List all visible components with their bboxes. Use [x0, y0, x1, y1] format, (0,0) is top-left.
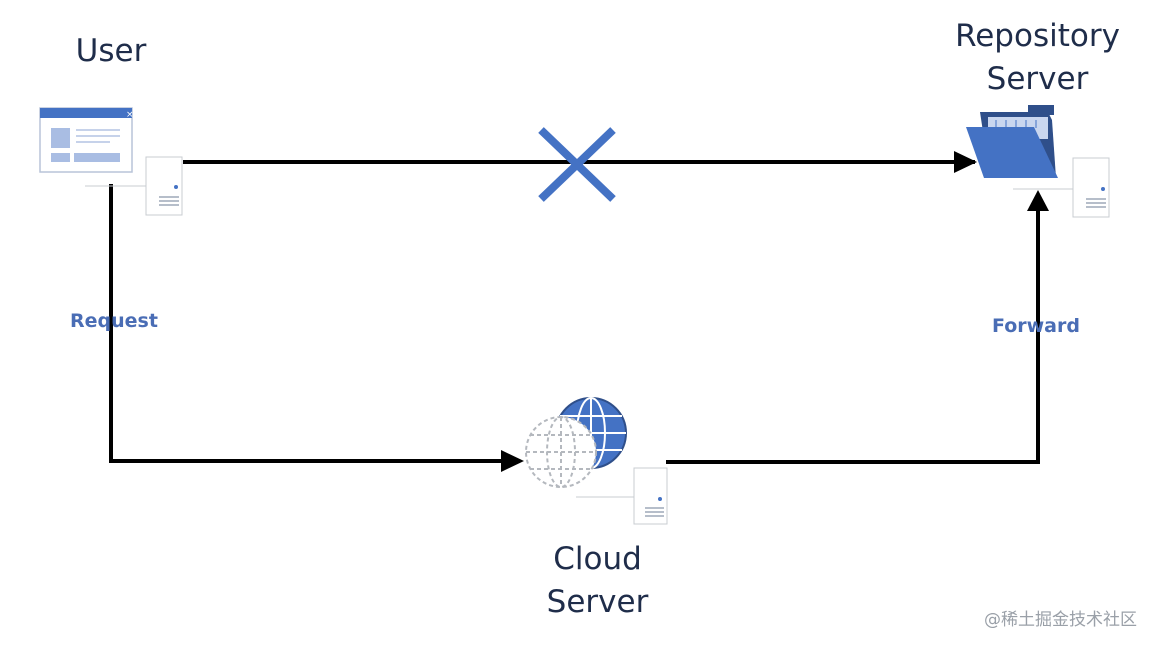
watermark-text: @稀土掘金技术社区 — [984, 610, 1137, 630]
cloud-globe-icon — [525, 397, 668, 525]
forward-path-arrowhead — [1027, 190, 1049, 211]
cloud-label-line1: Cloud — [553, 541, 642, 577]
forward-path-line — [666, 195, 1040, 464]
blocked-x-icon — [538, 127, 616, 202]
direct-connection-arrowhead — [954, 151, 977, 173]
repository-server-label: Repository Server — [930, 15, 1145, 101]
repository-label-line2: Server — [986, 61, 1089, 97]
cloud-server-label: Cloud Server — [520, 538, 675, 624]
repository-folder-icon — [966, 105, 1110, 218]
user-computer-icon: × — [39, 107, 183, 216]
request-path-arrowhead — [501, 450, 524, 472]
request-path-line — [109, 184, 520, 463]
repository-label-line1: Repository — [955, 18, 1120, 54]
request-edge-label: Request — [70, 310, 158, 332]
user-label: User — [75, 33, 147, 69]
svg-text:×: × — [126, 110, 134, 120]
cloud-label-line2: Server — [546, 584, 649, 620]
forward-edge-label: Forward — [992, 315, 1080, 337]
